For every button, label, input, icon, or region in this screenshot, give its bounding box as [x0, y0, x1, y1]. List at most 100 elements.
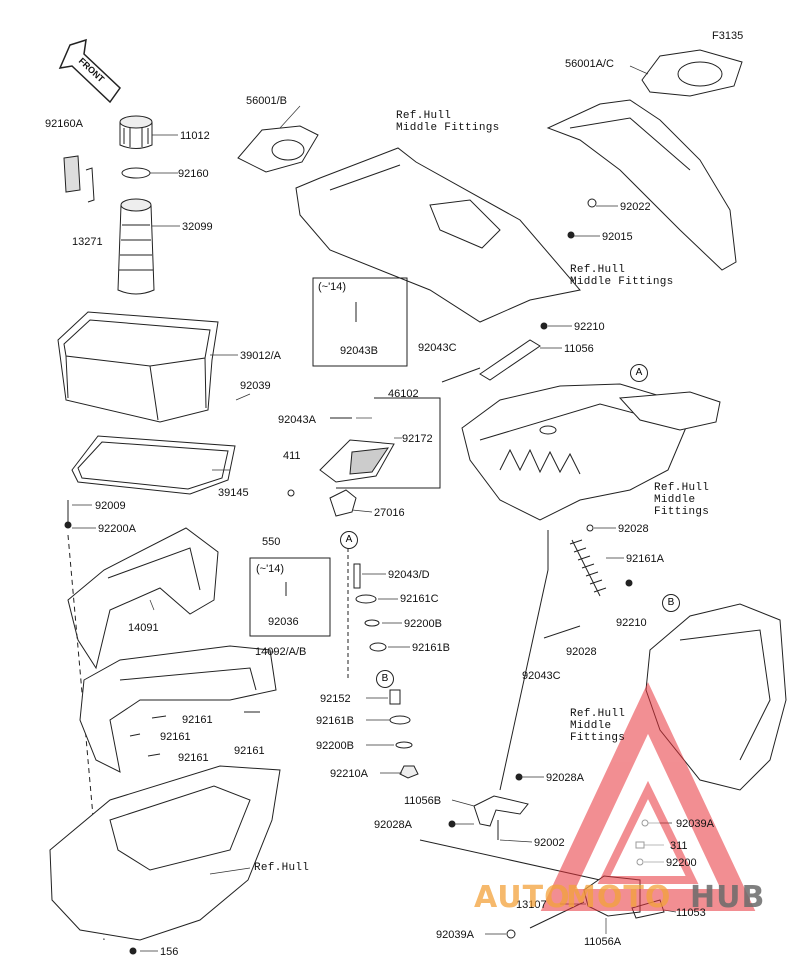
- figure-code: F3135: [712, 30, 744, 42]
- pad-92160a-drawing: [63, 155, 81, 193]
- marker-b-2: B: [376, 670, 394, 688]
- front-arrow-icon: [58, 38, 121, 104]
- duct-56001ac-drawing: [641, 49, 743, 97]
- watermark-hub: HUB: [690, 880, 766, 915]
- ref-hull: Ref.Hull: [254, 862, 310, 874]
- washer-92161b-2-drawing: [389, 715, 411, 725]
- label-92028a-1: 92028A: [546, 772, 584, 784]
- label-92210-2: 92210: [616, 617, 647, 629]
- label-92161a: 92161A: [626, 553, 664, 565]
- label-11056b: 11056B: [404, 795, 442, 807]
- label-11056: 11056: [564, 343, 594, 355]
- label-92039: 92039: [240, 380, 271, 392]
- cover-14091-drawing: [67, 527, 219, 670]
- inset-box-2: [249, 557, 331, 637]
- cap-11012-drawing: [119, 115, 153, 149]
- label-156: 156: [160, 946, 179, 958]
- label-92022: 92022: [620, 201, 651, 213]
- label-92039a-2: 92039A: [436, 929, 474, 941]
- label-411: 411: [283, 450, 301, 462]
- clip-92161-2: [129, 733, 141, 737]
- marker-a-1: A: [630, 364, 648, 382]
- ref-hull-middle-fittings-3: Ref.Hull Middle Fittings: [654, 482, 710, 518]
- watermark-auto: AUTO: [474, 880, 571, 915]
- inset-2-part: 92036: [268, 616, 299, 628]
- bolt-92043d-drawing: [353, 563, 361, 589]
- label-92009: 92009: [95, 500, 126, 512]
- inset-1-part: 92043B: [340, 345, 378, 357]
- label-92210-1: 92210: [574, 321, 605, 333]
- label-92200b-1: 92200B: [404, 618, 442, 630]
- label-92161b-1: 92161B: [412, 642, 450, 654]
- washer-411-drawing: [287, 489, 295, 497]
- label-311: 311: [670, 840, 688, 852]
- panel-14092-drawing: [79, 645, 277, 773]
- label-92028-2: 92028: [566, 646, 597, 658]
- label-92161c: 92161C: [400, 593, 439, 605]
- tray-middle-fittings-drawing: [461, 383, 691, 521]
- leader-dashed-left: [67, 534, 105, 941]
- label-11056a: 11056A: [584, 936, 622, 948]
- bolt-92009-drawing: [64, 521, 72, 529]
- label-46102: 46102: [388, 388, 419, 400]
- bolt-92043c-drawing: [441, 367, 481, 383]
- inset-box-1: [312, 277, 408, 367]
- label-27016: 27016: [374, 507, 405, 519]
- label-92028a-2: 92028A: [374, 819, 412, 831]
- bracket-13271-drawing: [85, 167, 95, 203]
- label-92015: 92015: [602, 231, 633, 243]
- label-92043c-2: 92043C: [522, 670, 561, 682]
- linkage-11056b-drawing: [473, 795, 529, 827]
- spring-92161a-drawing: [569, 539, 607, 597]
- label-14091: 14091: [128, 622, 159, 634]
- label-92028-1: 92028: [618, 523, 649, 535]
- label-92200a: 92200A: [98, 523, 136, 535]
- label-92172: 92172: [402, 433, 433, 445]
- washer-92200b-drawing: [364, 619, 380, 627]
- watermark-moto: MOTO: [566, 880, 672, 915]
- label-92160: 92160: [178, 168, 209, 180]
- tube-32099-drawing: [117, 198, 155, 295]
- washer-92161b-drawing: [369, 642, 387, 652]
- label-11012: 11012: [180, 130, 210, 142]
- washer-92028-drawing: [586, 524, 594, 532]
- nut-92210-2-drawing: [625, 579, 633, 587]
- label-92200b-2: 92200B: [316, 740, 354, 752]
- label-11053: 11053: [676, 907, 706, 919]
- clip-92161-3: [147, 753, 161, 757]
- label-13271: 13271: [72, 236, 103, 248]
- washer-92200b-2-drawing: [395, 741, 413, 749]
- ref-hull-middle-fittings-2: Ref.Hull Middle Fittings: [570, 264, 674, 288]
- label-92160a: 92160A: [45, 118, 83, 130]
- label-32099: 32099: [182, 221, 213, 233]
- label-92043c-1: 92043C: [418, 342, 457, 354]
- marker-a-2: A: [340, 531, 358, 549]
- ref-hull-middle-fittings-1: Ref.Hull Middle Fittings: [396, 110, 500, 134]
- label-92002: 92002: [534, 837, 565, 849]
- marker-b-1: B: [662, 594, 680, 612]
- gasket-39145-drawing: [71, 435, 236, 495]
- bolt-92039a-drawing: [506, 929, 516, 939]
- label-92161-3: 92161: [178, 752, 209, 764]
- nut-92015-drawing: [567, 231, 575, 239]
- inset-2-year: (~'14): [256, 563, 285, 575]
- duct-56001b-drawing: [237, 125, 319, 173]
- label-92161b-2: 92161B: [316, 715, 354, 727]
- label-13107: 13107: [516, 899, 547, 911]
- label-14092ab: 14092/A/B: [255, 646, 307, 658]
- label-92161-2: 92161: [160, 731, 191, 743]
- label-550: 550: [262, 536, 281, 548]
- bracket-46102-outline: [336, 397, 441, 489]
- latch-27016-drawing: [329, 489, 357, 517]
- label-92043d: 92043/D: [388, 569, 430, 581]
- rail-right-drawing: [618, 391, 721, 431]
- label-92043a: 92043A: [278, 414, 316, 426]
- label-92161-1: 92161: [182, 714, 213, 726]
- label-92039a-1: 92039A: [676, 818, 714, 830]
- bolt-92043c-2-drawing: [543, 625, 581, 639]
- washer-92161c-drawing: [355, 594, 377, 604]
- bracket-11056-drawing: [479, 339, 541, 381]
- grommet-92022-drawing: [587, 198, 597, 208]
